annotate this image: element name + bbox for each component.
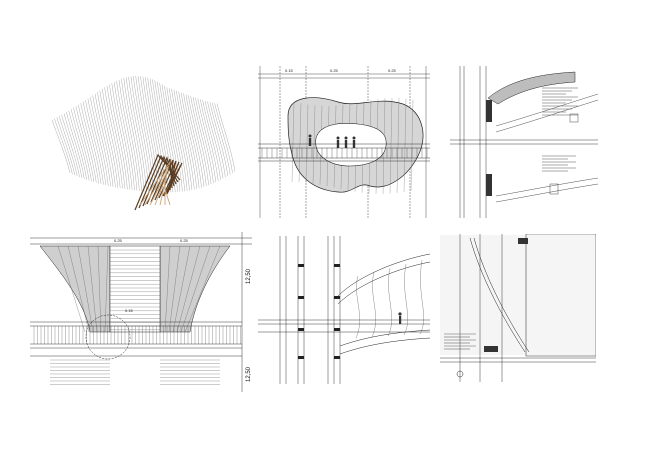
human-figures [308,134,356,148]
dim-label: 0.25 [330,68,339,73]
section-svg [258,236,430,384]
panel-detail-top-right [450,66,598,218]
panel-plan-canopy: 0.15 0.25 0.25 [258,66,430,218]
panel-elevation-funnel: 12,50 12,50 0.25 0.25 0.15 [30,232,252,392]
dim-label-vertical: 12,50 [246,366,252,382]
panel-section-columns [258,236,430,384]
dim-label: 0.25 [114,238,123,243]
dim-label-vertical: 12,50 [246,268,252,284]
funnel-left [39,245,111,333]
detail-callout-circle [85,314,131,360]
wireframe-svg [51,76,236,211]
panel-detail-bottom-right [440,234,596,382]
funnel-right [159,245,231,333]
dim-label: 0.15 [285,68,294,73]
human-figure [398,312,402,324]
plan-svg: 0.15 0.25 0.25 [258,66,430,218]
dim-label: 0.25 [180,238,189,243]
dim-label: 0.15 [125,308,134,313]
detail-top-svg [450,66,598,218]
panel-wireframe-3d [40,60,245,220]
canopy-opening [315,123,387,167]
detail-bottom-svg [440,234,596,382]
wood-lattice-detail [134,153,183,211]
dim-label: 0.25 [388,68,397,73]
elevation-svg: 12,50 12,50 0.25 0.25 0.15 [30,232,252,392]
